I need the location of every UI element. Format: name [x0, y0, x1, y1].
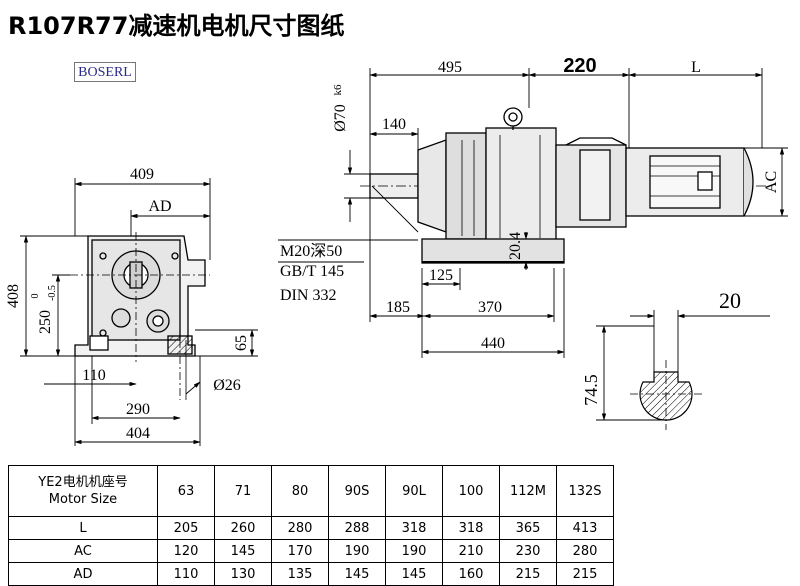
dim-70-fit: k6	[332, 84, 344, 96]
dim-220: 220	[563, 55, 596, 77]
table-cell: 190	[385, 539, 443, 563]
dim-65: 65	[233, 335, 250, 351]
table-cell: 160	[442, 562, 500, 586]
dim-185: 185	[386, 299, 410, 316]
table-cell: 318	[385, 516, 443, 540]
table-row: AD 110 130 135 145 145 160 215 215	[8, 562, 614, 586]
table-cell: 210	[442, 539, 500, 563]
brand-logo: BOSERL	[74, 62, 136, 82]
shaft-section-dimensions	[596, 310, 770, 421]
table-cell: 135	[271, 562, 329, 586]
table-cell: 365	[499, 516, 557, 540]
table-cell: 318	[442, 516, 500, 540]
table-cell: 280	[271, 516, 329, 540]
table-cell: 145	[328, 562, 386, 586]
table-cell: 145	[385, 562, 443, 586]
dim-140: 140	[382, 116, 406, 133]
end-view	[70, 232, 210, 400]
table-cell: 288	[328, 516, 386, 540]
end-view-dimensions	[20, 178, 258, 446]
table-cell: 190	[328, 539, 386, 563]
table-cell: 120	[157, 539, 215, 563]
table-header-cell: 100	[442, 465, 500, 517]
dim-404: 404	[126, 425, 150, 442]
dim-495: 495	[438, 59, 462, 76]
dim-440: 440	[481, 335, 505, 352]
technical-drawing: 409 AD 408 250 0 -0.5 65 110 Ø26 290 404	[5, 55, 788, 446]
dim-20: 20	[719, 288, 741, 313]
dim-409: 409	[130, 166, 154, 183]
motor-size-table: YE2电机机座号 Motor Size 63 71 80 90S 90L 100…	[8, 465, 614, 586]
dim-125: 125	[429, 267, 453, 284]
dim-370: 370	[478, 299, 502, 316]
table-header-cell: 63	[157, 465, 215, 517]
table-cell: 413	[556, 516, 614, 540]
table-cell: 205	[157, 516, 215, 540]
side-view-dimensions	[278, 68, 788, 358]
table-cell: 130	[214, 562, 272, 586]
table-cell: 215	[556, 562, 614, 586]
table-header-cell: 80	[271, 465, 329, 517]
dim-70: Ø70	[332, 104, 349, 132]
table-header-cell: 112M	[499, 465, 557, 517]
dim-l: L	[691, 59, 701, 76]
dim-250-tol-lower: -0.5	[47, 285, 58, 301]
table-header-row: YE2电机机座号 Motor Size 63 71 80 90S 90L 100…	[8, 465, 614, 517]
note-m20: M20深50	[280, 242, 342, 260]
table-cell: 215	[499, 562, 557, 586]
side-view	[360, 107, 770, 264]
dim-250: 250	[37, 310, 54, 334]
table-cell: 280	[556, 539, 614, 563]
shaft-section	[630, 360, 702, 430]
table-row-label: AC	[8, 539, 158, 563]
note-din: DIN 332	[280, 287, 336, 304]
table-cell: 230	[499, 539, 557, 563]
table-cell: 110	[157, 562, 215, 586]
dim-408: 408	[5, 284, 22, 308]
end-view-labels: 409 AD 408 250 0 -0.5 65 110 Ø26 290 404	[5, 166, 250, 442]
table-cell: 145	[214, 539, 272, 563]
dim-110: 110	[82, 367, 105, 384]
table-row-label: L	[8, 516, 158, 540]
table-header-cell: 90L	[385, 465, 443, 517]
side-view-labels: 495 220 L Ø70 k6 140 M20深50 GB/T 145 DIN…	[280, 55, 780, 352]
dim-ac: AC	[763, 171, 780, 193]
table-row-label: AD	[8, 562, 158, 586]
drawing-title: R107R77减速机电机尺寸图纸	[8, 12, 345, 40]
dim-74-5: 74.5	[581, 374, 601, 406]
note-gbt: GB/T 145	[280, 263, 344, 280]
dim-290: 290	[126, 401, 150, 418]
dim-26: Ø26	[213, 377, 241, 394]
table-header-cell: 71	[214, 465, 272, 517]
dim-ad-top: AD	[148, 198, 171, 215]
dim-250-tol-upper: 0	[30, 294, 41, 299]
table-row: AC 120 145 170 190 190 210 230 280	[8, 539, 614, 563]
table-header-label: YE2电机机座号 Motor Size	[8, 465, 158, 517]
dim-20-4: 20.4	[507, 232, 524, 260]
table-row: L 205 260 280 288 318 318 365 413	[8, 516, 614, 540]
table-header-cell: 90S	[328, 465, 386, 517]
table-cell: 260	[214, 516, 272, 540]
table-header-cell: 132S	[556, 465, 614, 517]
table-cell: 170	[271, 539, 329, 563]
